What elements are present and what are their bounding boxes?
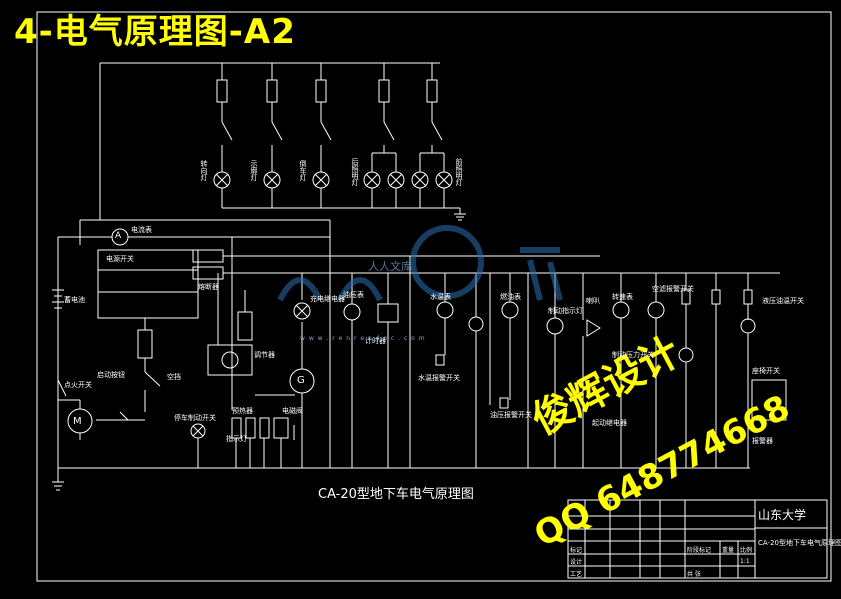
fuse-starter	[137, 329, 153, 359]
label-start-button: 启动按钮	[97, 371, 125, 379]
label-lamp-group: 指示灯	[226, 435, 247, 443]
label-oil-pressure: 油压表	[343, 291, 364, 299]
label-charge: 充电继电器	[310, 295, 345, 303]
lamp-front-1	[411, 171, 429, 189]
site-logo-text: 人人文库	[368, 260, 412, 273]
lamp-front-2	[435, 171, 453, 189]
label-water-temp: 水温表	[430, 293, 451, 301]
brake-indicator	[546, 317, 564, 335]
tb-scale-label: 比例	[740, 547, 753, 554]
fuse-2	[266, 79, 278, 103]
tb-weight: 重量	[722, 547, 735, 554]
label-reverse-lamp: 倒车灯	[299, 160, 307, 181]
tb-scale: 1:1	[740, 558, 750, 565]
drawing-frame	[36, 11, 832, 582]
fuel-gauge	[501, 301, 519, 319]
regulator	[207, 344, 253, 376]
indicator-led-3	[740, 318, 756, 334]
lamp-reverse	[312, 171, 330, 189]
label-oil-switch: 油压报警开关	[490, 411, 532, 419]
label-preheater: 预热器	[232, 407, 253, 415]
horn	[586, 319, 601, 337]
label-marker-lamp: 示廓灯	[250, 160, 258, 181]
label-seat-switch: 座椅开关	[752, 367, 780, 375]
power-switch-box	[97, 249, 199, 319]
fuse-4	[378, 79, 390, 103]
label-regulator: 调节器	[254, 351, 275, 359]
fuse-1	[216, 79, 228, 103]
lamp-rear-1	[363, 171, 381, 189]
tb-row-design: 设计	[570, 559, 583, 566]
label-neutral: 空挡	[167, 373, 181, 381]
label-rear-lamp: 后照明灯	[351, 158, 359, 186]
ammeter-symbol: A	[115, 231, 122, 241]
label-battery: 蓄电池	[64, 296, 85, 304]
label-temp-switch: 水温报警开关	[418, 374, 460, 382]
site-logo-watermark	[277, 225, 563, 302]
label-hydraulic: 液压油温开关	[762, 297, 804, 305]
lamp-marker	[263, 171, 281, 189]
label-starter-relay: 起动继电器	[592, 419, 627, 427]
charge-indicator	[293, 302, 311, 320]
label-horn: 喇叭	[586, 297, 600, 305]
label-brake-indicator: 制动指示灯	[548, 307, 583, 315]
title-block-school: 山东大学	[758, 508, 807, 522]
lamp-turn	[213, 171, 231, 189]
oil-pressure-gauge	[343, 303, 361, 321]
label-parking: 停车制动开关	[174, 414, 216, 422]
label-hour-meter: 计时器	[365, 337, 386, 345]
label-front-lamp: 前照明灯	[455, 158, 463, 186]
label-ignition: 点火开关	[64, 381, 92, 389]
label-solenoid: 电磁阀	[282, 407, 303, 415]
speed-gauge	[647, 301, 665, 319]
site-url-watermark: w w w . r e n r e n d o c . c o m	[300, 335, 426, 342]
tb-sheets: 共 张	[687, 571, 701, 578]
tb-row-process: 工艺	[570, 571, 583, 578]
label-alarm: 报警器	[752, 437, 773, 445]
label-brake-pressure: 制动压力开关	[612, 351, 654, 359]
tachometer	[612, 301, 630, 319]
label-power-switch: 电源开关	[106, 255, 134, 263]
motor-symbol: M	[73, 416, 82, 427]
indicator-led-1	[468, 316, 484, 332]
solenoid	[273, 417, 289, 439]
label-tachometer: 转速表	[612, 293, 633, 301]
label-fuse-box: 熔断器	[198, 283, 219, 291]
relay-box	[751, 379, 787, 421]
tb-row-mark: 标记	[570, 547, 583, 554]
tb-stage: 阶段标记	[687, 547, 712, 554]
label-air-filter: 空滤报警开关	[652, 285, 694, 293]
title-block	[567, 499, 828, 579]
label-fuel-gauge: 燃油表	[500, 293, 521, 301]
fuse-reg	[237, 311, 253, 341]
label-ammeter: 电流表	[131, 226, 152, 234]
water-temp-gauge	[436, 301, 454, 319]
fuse-3	[315, 79, 327, 103]
generator-symbol: G	[297, 375, 305, 386]
title-block-drawing-name: CA-20型地下车电气原理图	[758, 539, 841, 547]
label-turn-lamp: 转向灯	[200, 160, 208, 181]
hour-meter	[377, 303, 399, 323]
fuse-5	[426, 79, 438, 103]
drawing-title: 4-电气原理图-A2	[14, 12, 296, 52]
lamp-rear-2	[387, 171, 405, 189]
diagram-caption: CA-20型地下车电气原理图	[318, 487, 474, 502]
